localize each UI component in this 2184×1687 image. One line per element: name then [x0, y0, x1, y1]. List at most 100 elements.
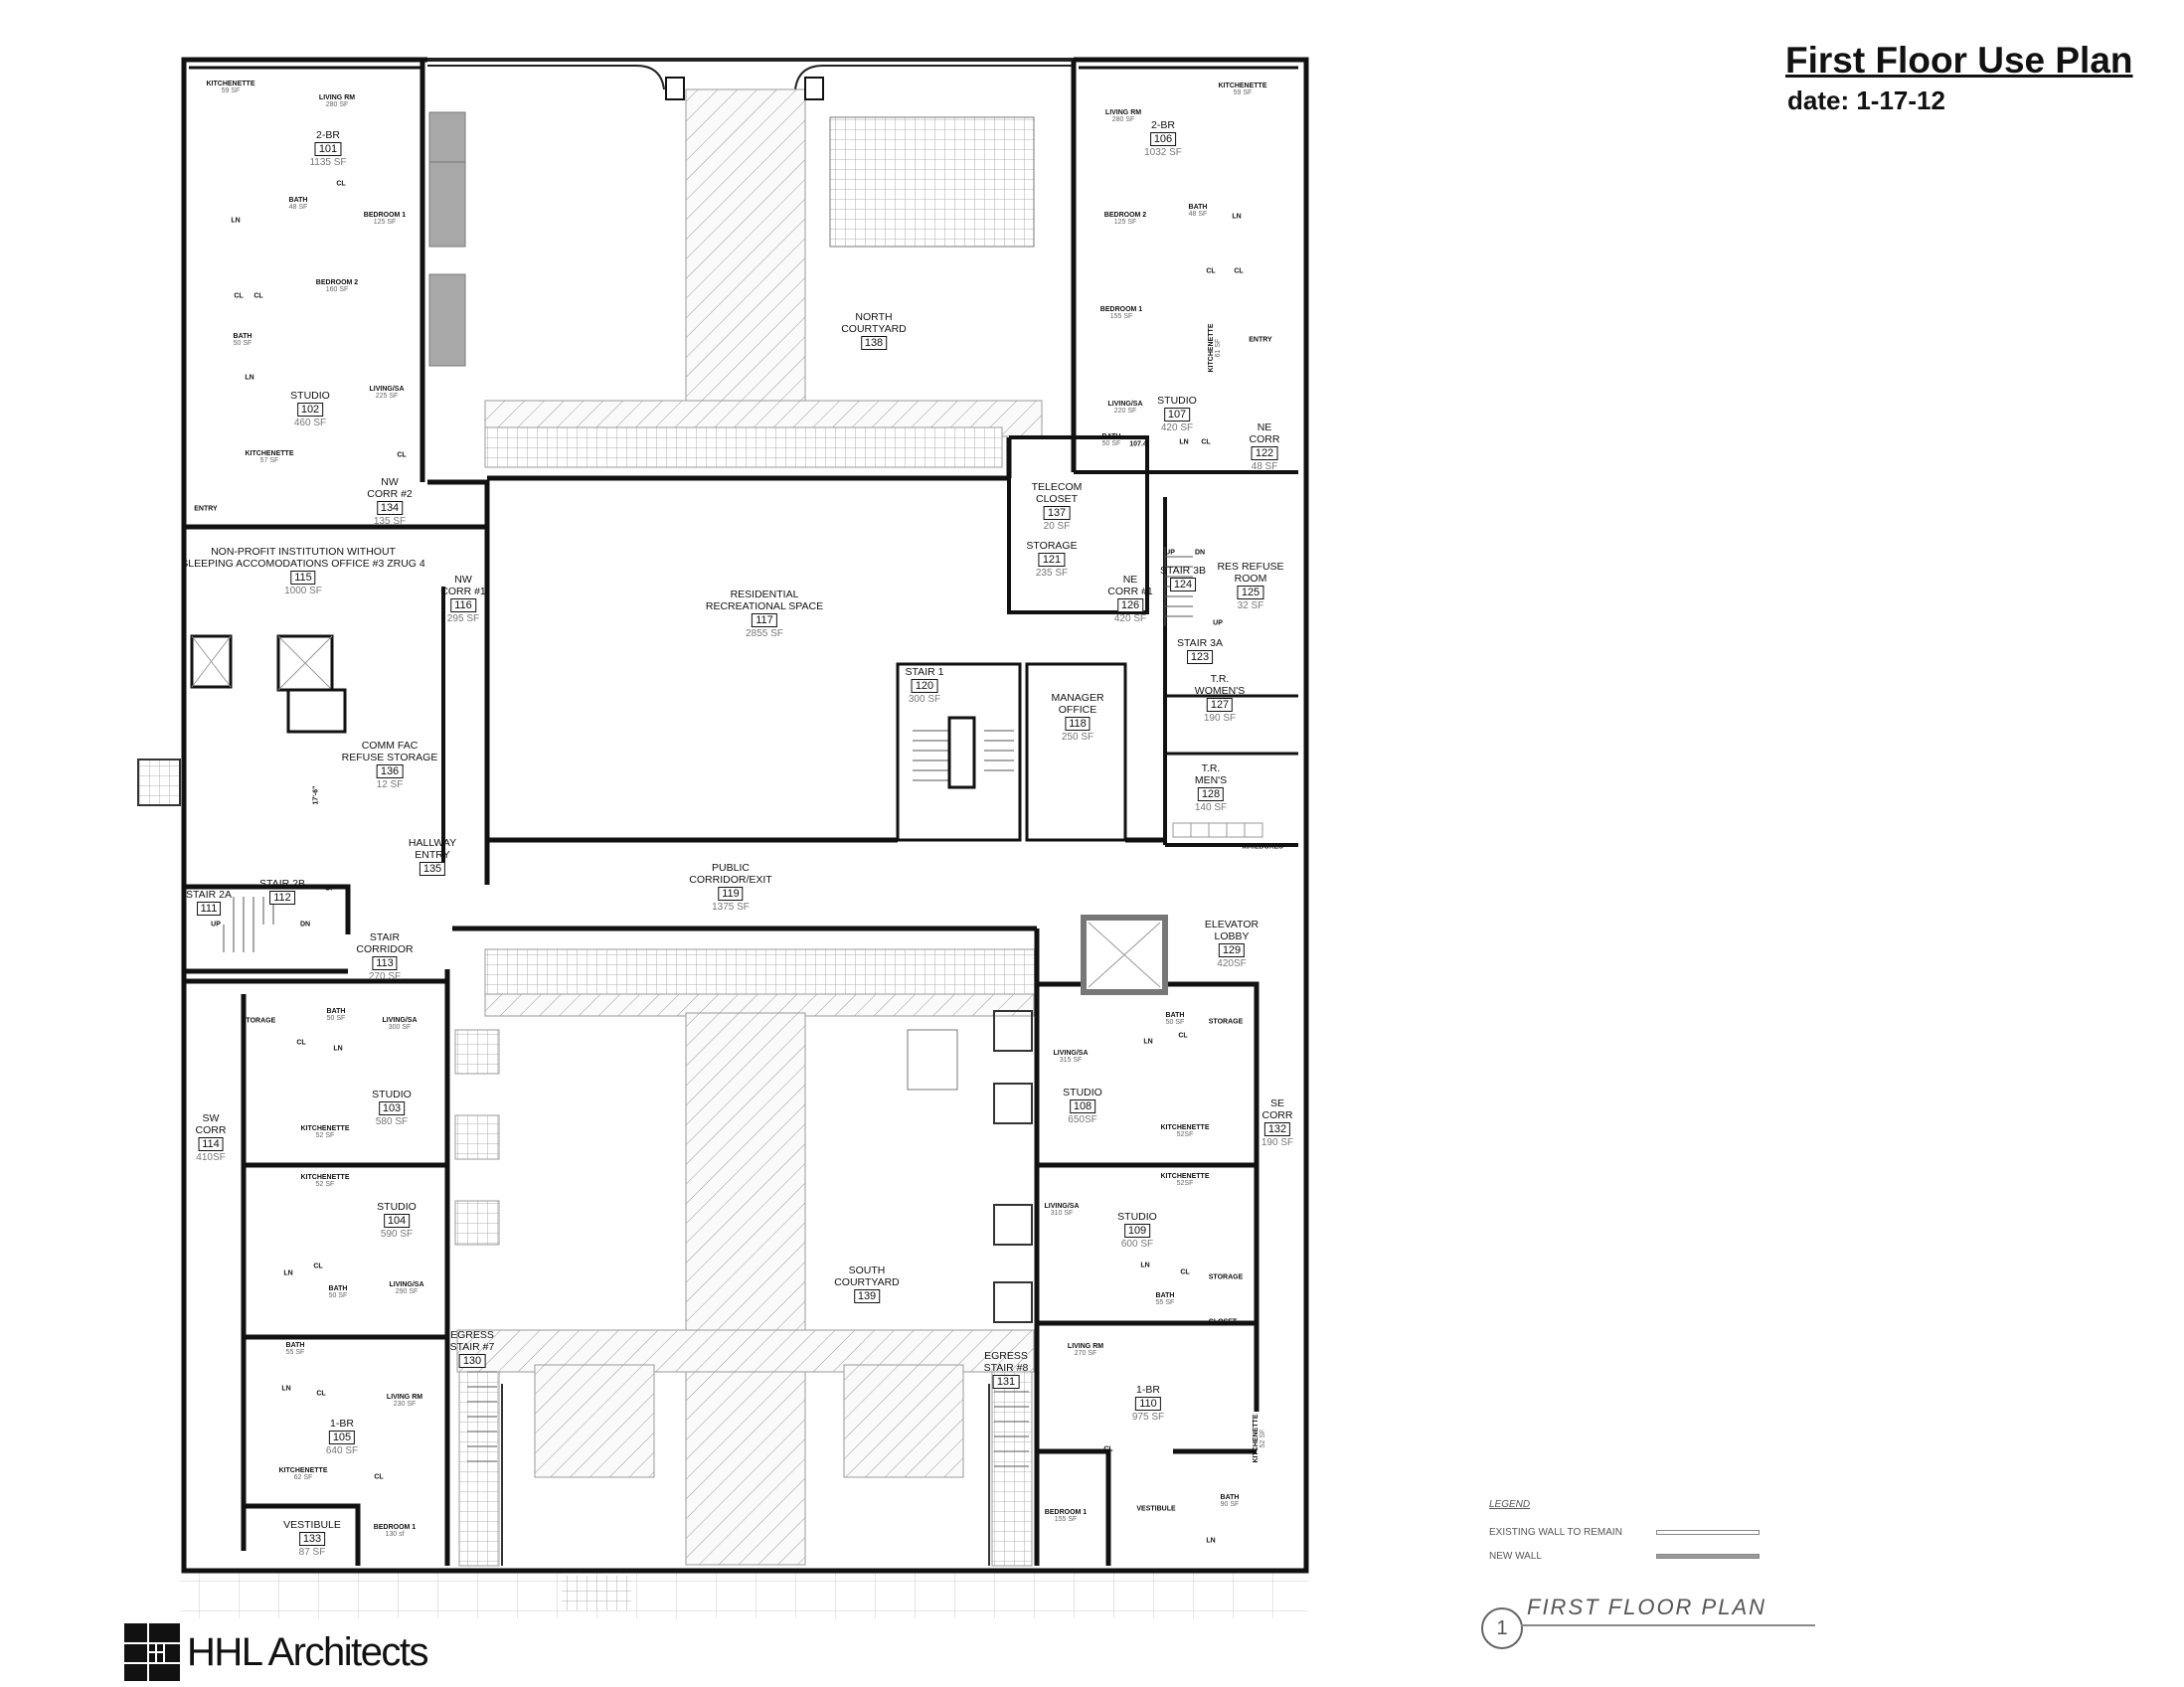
fixture-label-text: STORAGE	[241, 1017, 276, 1025]
fixture-label: CL	[397, 452, 406, 459]
fixture-label-text: LN	[281, 1385, 291, 1393]
room-name: ELEVATOR LOBBY	[1204, 919, 1260, 942]
room-name: 1-BR	[330, 1418, 354, 1430]
fixture-label-text: 107.4	[1129, 440, 1147, 448]
room-area: 650SF	[1068, 1114, 1097, 1125]
room-name: STAIR 3A	[1177, 637, 1223, 649]
fixture-label-area: 57 SF	[259, 457, 279, 464]
fixture-label-text: KITCHENETTE	[300, 1125, 350, 1132]
fixture-label-area: 155 SF	[1054, 1516, 1078, 1523]
fixture-label-text: CL	[1180, 1268, 1190, 1276]
room-name: VESTIBULE	[283, 1519, 341, 1531]
room-area: 410SF	[196, 1152, 226, 1163]
fixture-label-text: BEDROOM 2	[1103, 212, 1147, 219]
new-wall-swatch	[1656, 1554, 1760, 1559]
fixture-label-text: UP	[1165, 549, 1175, 557]
south-entry-grate	[562, 1576, 631, 1610]
room-number-tag: 109	[1123, 1224, 1151, 1238]
fixture-label-text: LN	[1143, 1038, 1153, 1046]
room-number-tag: 114	[198, 1137, 224, 1151]
fixture-label: CL	[316, 1391, 325, 1398]
fixture-label-area: 59 SF	[1233, 89, 1253, 96]
room-name: NORTH COURTYARD	[841, 311, 907, 335]
room-name: 1-BR	[1136, 1384, 1160, 1396]
sheet-date: date: 1-17-12	[1787, 85, 1945, 115]
room-name: NE CORR	[1249, 422, 1280, 445]
fixture-label: LN	[281, 1386, 290, 1393]
fixture-label-area: 52 SF	[315, 1181, 335, 1188]
fixture-label: LN	[231, 218, 240, 225]
fixture-label-area: 50 SF	[1101, 440, 1121, 447]
fixture-label: DN	[1195, 550, 1205, 557]
room-number-tag: 127	[1206, 698, 1234, 712]
room-name: EGRESS STAIR #8	[983, 1350, 1029, 1374]
room-area: 135 SF	[373, 516, 407, 527]
fixture-label-area: 270 SF	[1074, 1350, 1097, 1357]
fixture-label: CL	[253, 293, 262, 300]
fixture-label: CL	[1201, 439, 1210, 446]
building-walls	[181, 57, 1309, 1574]
south-sidewalk-paving	[180, 1571, 1308, 1618]
fixture-label: STORAGE	[1209, 1019, 1244, 1026]
south-courtyard	[454, 948, 1038, 1567]
fixture-label: UP	[325, 886, 335, 893]
room-name: 2-BR	[1151, 119, 1175, 131]
fixture-label-text: BATH	[328, 1285, 348, 1292]
fixture-label-area: 225 SF	[375, 393, 399, 400]
room-name: STUDIO	[1063, 1087, 1102, 1098]
room-number-tag: 103	[378, 1101, 406, 1115]
room-number-tag: 125	[1237, 586, 1264, 599]
fixture-label-text: LN	[283, 1269, 293, 1277]
fixture-label-area: 125 SF	[373, 219, 397, 226]
fixture-label-text: BATH	[326, 1008, 346, 1015]
fixture-label-text: LN	[1140, 1262, 1150, 1269]
fixture-label: LN	[1140, 1263, 1149, 1269]
room-area: 1032 SF	[1144, 147, 1182, 158]
fixture-label-text: BATH	[285, 1342, 305, 1349]
fixture-label-text: LIVING/SA	[1044, 1203, 1080, 1210]
fixture-label-area: 300 SF	[388, 1024, 412, 1031]
room-name: STAIR 1	[905, 666, 944, 678]
room-number-tag: 137	[1043, 506, 1071, 520]
fixture-label-text: LIVING RM	[1104, 109, 1142, 116]
fixture-label-area: 230 SF	[393, 1401, 417, 1408]
room-number-tag: 122	[1251, 446, 1278, 460]
room-area: 1135 SF	[309, 157, 347, 168]
fixture-label-area: 50 SF	[1165, 1019, 1185, 1026]
room-name: T.R. WOMEN'S	[1194, 673, 1246, 697]
room-name: NE CORR #1	[1107, 574, 1153, 597]
fixture-label: CL	[296, 1040, 305, 1047]
fixture-label-text: LN	[1179, 438, 1189, 446]
fixture-label-area: 52SF	[1176, 1131, 1194, 1138]
room-area: 250 SF	[1061, 732, 1094, 743]
room-number-tag: 124	[1169, 578, 1197, 591]
fixture-label-text: BEDROOM 1	[373, 1524, 417, 1531]
fixture-label-text: LIVING/SA	[1107, 401, 1143, 408]
fixture-label-text: LIVING RM	[1067, 1343, 1104, 1350]
fixture-label-text: BATH	[1220, 1494, 1240, 1501]
fixture-label: CL	[1103, 1446, 1112, 1453]
room-number-tag: 106	[1149, 132, 1177, 146]
